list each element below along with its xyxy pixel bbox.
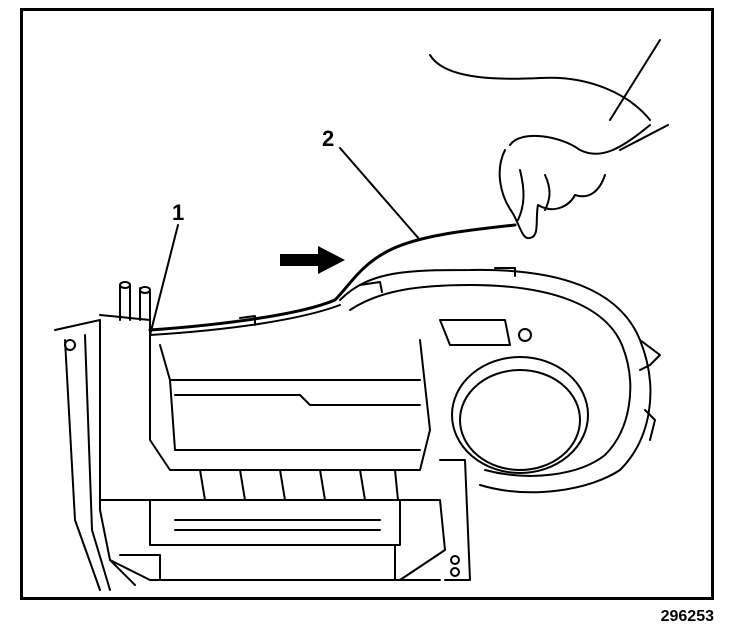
- figure-frame: [20, 8, 714, 600]
- figure-number: 296253: [660, 608, 714, 625]
- callout-2-leader: [339, 147, 421, 241]
- direction-arrow: [280, 246, 345, 274]
- housing-body: [54, 267, 661, 591]
- callout-2-label: 2: [322, 126, 334, 151]
- callout-1-label: 1: [172, 200, 184, 225]
- callout-1-leader: [149, 224, 179, 336]
- seal-strip: [148, 223, 517, 336]
- hand-illustration: [429, 39, 669, 240]
